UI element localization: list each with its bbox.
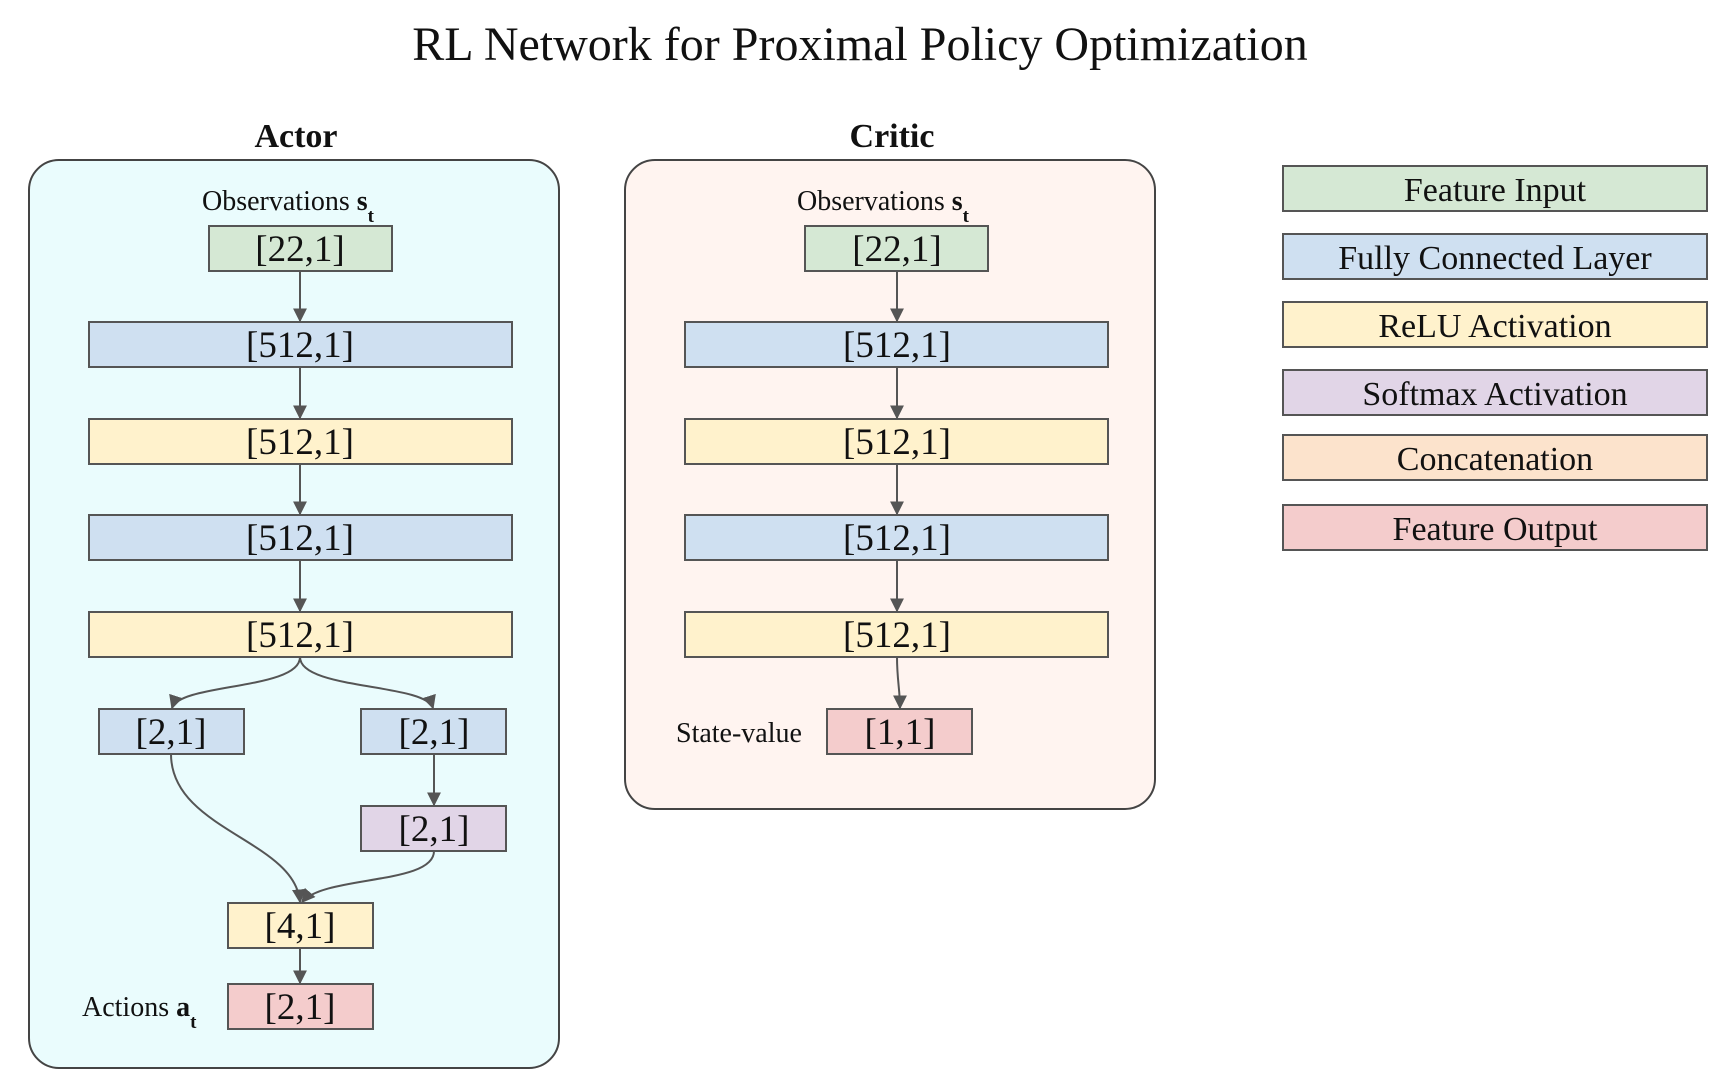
svg-text:Softmax Activation: Softmax Activation [1362, 376, 1627, 413]
actor-fc1-node: [512,1] [88, 321, 513, 368]
legend-concatenation: Concatenation [1282, 434, 1708, 481]
actor-input-label: Observations st [202, 186, 375, 227]
svg-text:[22,1]: [22,1] [255, 229, 344, 270]
critic-fc2-node: [512,1] [684, 514, 1109, 561]
svg-text:[512,1]: [512,1] [246, 422, 354, 463]
svg-text:Feature Output: Feature Output [1393, 511, 1598, 548]
legend-softmax: Softmax Activation [1282, 369, 1708, 416]
legend-feature-output: Feature Output [1282, 504, 1708, 551]
critic-input-node: [22,1] [804, 225, 989, 272]
svg-text:[512,1]: [512,1] [246, 615, 354, 656]
actor-input-node: [22,1] [208, 225, 393, 272]
svg-text:Concatenation: Concatenation [1397, 441, 1593, 478]
actor-relu2-node: [512,1] [88, 611, 513, 658]
svg-text:[2,1]: [2,1] [399, 809, 470, 850]
svg-text:[4,1]: [4,1] [265, 906, 336, 947]
actor-edge-relu2-fcleft [169, 656, 301, 710]
svg-text:[512,1]: [512,1] [246, 518, 354, 559]
actor-output-node: [2,1] [227, 983, 374, 1030]
svg-text:[512,1]: [512,1] [246, 325, 354, 366]
svg-text:[512,1]: [512,1] [843, 422, 951, 463]
critic-title: Critic [850, 118, 935, 155]
svg-text:[512,1]: [512,1] [843, 615, 951, 656]
svg-text:[512,1]: [512,1] [843, 518, 951, 559]
legend-fully-connected: Fully Connected Layer [1282, 233, 1708, 280]
critic-edge-relu2-output [892, 656, 907, 710]
actor-output-label: Actions at [82, 992, 197, 1033]
legend: Feature Input Fully Connected Layer ReLU… [1282, 165, 1708, 551]
legend-feature-input: Feature Input [1282, 165, 1708, 212]
legend-relu: ReLU Activation [1282, 301, 1708, 348]
critic-input-label: Observations st [797, 186, 970, 227]
actor-relu1-node: [512,1] [88, 418, 513, 465]
svg-text:Feature Input: Feature Input [1404, 172, 1587, 209]
actor-edge-relu2-fcright [299, 656, 436, 710]
svg-text:[2,1]: [2,1] [136, 712, 207, 753]
critic-output-node: [1,1] [826, 708, 973, 755]
actor-title: Actor [254, 118, 337, 155]
critic-relu1-node: [512,1] [684, 418, 1109, 465]
svg-text:Fully Connected Layer: Fully Connected Layer [1338, 240, 1652, 277]
svg-text:[2,1]: [2,1] [399, 712, 470, 753]
actor-softmax-node: [2,1] [360, 805, 507, 852]
svg-text:ReLU Activation: ReLU Activation [1378, 308, 1611, 345]
svg-text:[512,1]: [512,1] [843, 325, 951, 366]
critic-output-label: State-value [676, 718, 802, 749]
actor-edge-softmax-concat [301, 850, 435, 904]
actor-edge-fcleft-concat [170, 753, 306, 904]
critic-fc1-node: [512,1] [684, 321, 1109, 368]
svg-text:[22,1]: [22,1] [852, 229, 941, 270]
diagram-title: RL Network for Proximal Policy Optimizat… [412, 18, 1307, 71]
critic-relu2-node: [512,1] [684, 611, 1109, 658]
actor-concat-node: [4,1] [227, 902, 374, 949]
actor-fc2-node: [512,1] [88, 514, 513, 561]
svg-text:[1,1]: [1,1] [865, 712, 936, 753]
svg-text:[2,1]: [2,1] [265, 987, 336, 1028]
actor-fc-left-node: [2,1] [98, 708, 245, 755]
actor-fc-right-node: [2,1] [360, 708, 507, 755]
